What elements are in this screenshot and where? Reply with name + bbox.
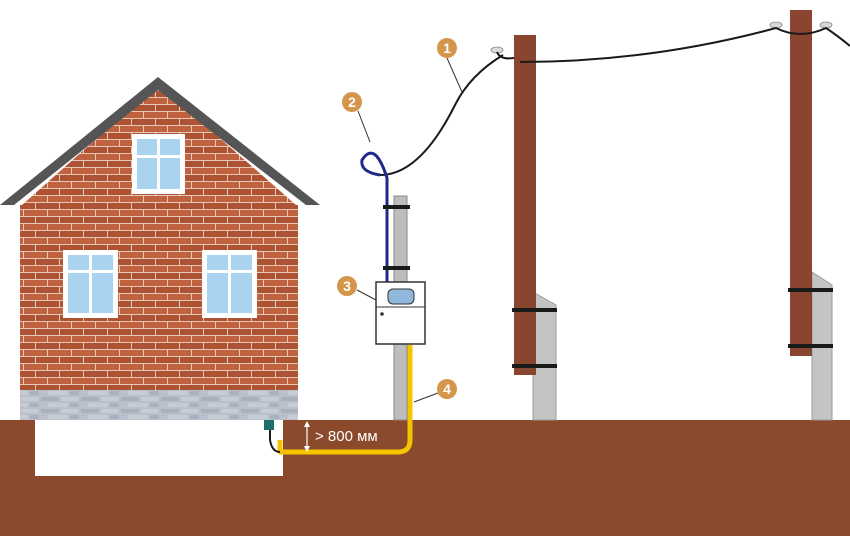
callout-1: 1 [437, 38, 463, 93]
window-left [63, 250, 118, 318]
callout-3: 3 [337, 276, 377, 301]
service-drop [360, 151, 389, 282]
depth-label: > 800 мм [315, 428, 378, 445]
wooden-pole-2 [790, 10, 812, 356]
meter-window [387, 288, 415, 305]
utility-pole-2 [769, 10, 833, 421]
depth-dimension: > 800 мм [304, 421, 378, 452]
callout-4: 4 [413, 379, 457, 403]
overhead-line [519, 26, 850, 63]
meter-box [375, 281, 426, 345]
window-attic [132, 134, 185, 194]
underground-cable [277, 345, 413, 455]
callout-2: 2 [342, 92, 371, 143]
foundation-pit [35, 420, 283, 476]
svg-text:4: 4 [443, 381, 451, 397]
svg-text:3: 3 [343, 278, 351, 294]
house [0, 77, 320, 420]
concrete-support-1 [532, 291, 557, 421]
cable-gland [264, 420, 274, 430]
wooden-pole-1 [514, 35, 536, 375]
svg-text:2: 2 [348, 94, 356, 110]
utility-pole-1 [490, 35, 557, 421]
overhead-line-drop [379, 54, 504, 176]
plinth [20, 390, 298, 420]
window-right [202, 250, 257, 318]
cable-entry [269, 428, 281, 453]
svg-text:1: 1 [443, 40, 451, 56]
